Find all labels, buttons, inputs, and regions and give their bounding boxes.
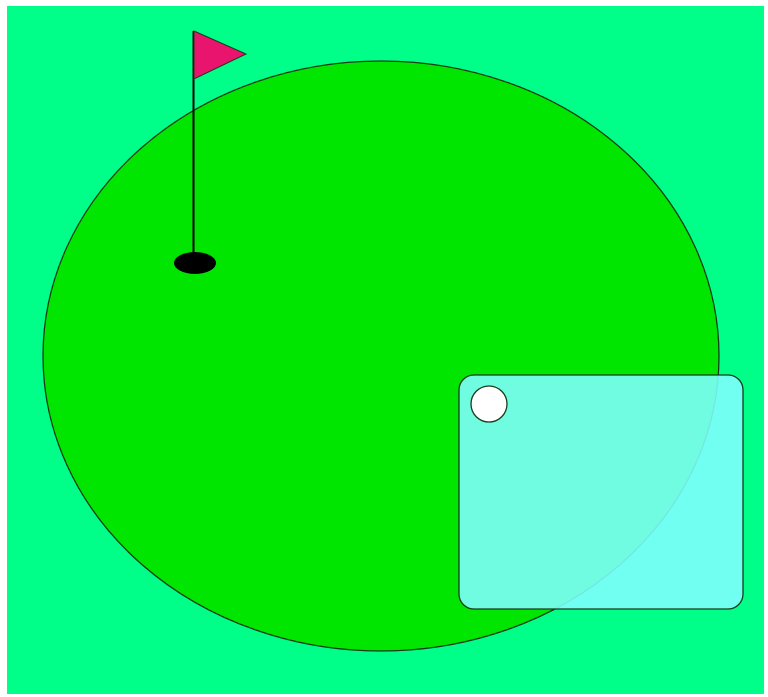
hole-icon [174, 252, 216, 274]
golf-ball-icon[interactable] [471, 386, 507, 422]
game-canvas[interactable] [7, 6, 764, 694]
